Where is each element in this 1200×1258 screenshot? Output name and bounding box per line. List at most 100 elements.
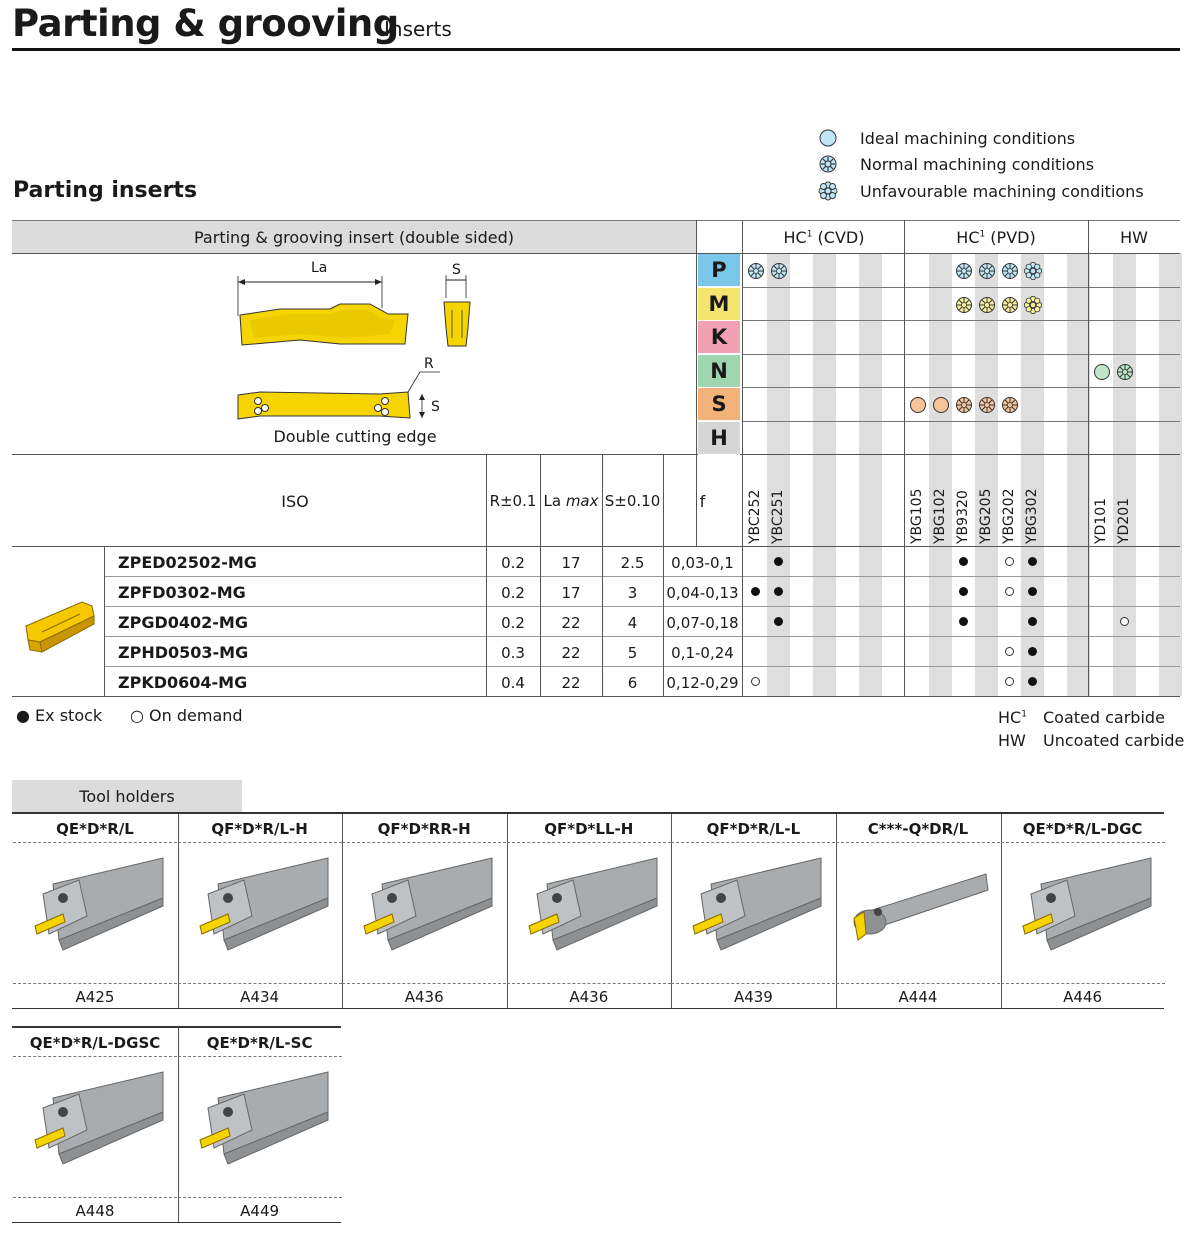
f-value: 0,03-0,1 (671, 554, 734, 572)
normal-flower-icon (979, 263, 995, 279)
holder-name: QE*D*R/L-DGC (1022, 820, 1143, 838)
tool-holder-card[interactable]: QE*D*R/L-DGC A446 (1000, 814, 1165, 1008)
col-header-iso: ISO (281, 492, 309, 511)
ex-stock-dot (959, 557, 968, 566)
tool-holder-image (853, 873, 989, 941)
holder-page-ref[interactable]: A446 (1063, 988, 1103, 1006)
on-demand-circle (1120, 617, 1129, 626)
holder-page-ref[interactable]: A436 (404, 988, 444, 1006)
label-la: La (311, 260, 328, 276)
material-k: K (698, 321, 740, 354)
normal-flower-icon (956, 263, 972, 279)
page-title: Parting & grooving (12, 2, 399, 45)
holder-divider (177, 814, 179, 1008)
r-value: 0.4 (501, 674, 525, 692)
normal-flower-icon (748, 263, 764, 279)
legend-normal: Normal machining conditions (818, 154, 1094, 174)
s-f-rule (663, 454, 664, 696)
grade-stripe (1067, 253, 1090, 696)
s-value: 2.5 (620, 554, 645, 572)
iso-code: ZPFD0302-MG (118, 583, 246, 602)
cvd-pvd-rule (904, 220, 905, 696)
normal-flower-icon (1002, 397, 1018, 413)
grade-header-ybg102: YBG102 (932, 488, 948, 544)
material-row-rule (742, 387, 1180, 388)
holder-name: QF*D*RR-H (377, 820, 471, 838)
normal-flower-icon (1002, 263, 1018, 279)
footnote-ex-stock: ● Ex stock (16, 706, 103, 725)
f-value: 0,12-0,29 (666, 674, 739, 692)
holders-row1-bottom (12, 1008, 1164, 1009)
la-s-rule (602, 454, 603, 696)
normal-flower-icon (979, 296, 995, 313)
header-rule (12, 48, 1180, 51)
legend-ideal: Ideal machining conditions (818, 128, 1075, 148)
grade-header-ybg202: YBG202 (1001, 488, 1017, 544)
normal-flower-icon (956, 397, 972, 413)
label-double-edge: Double cutting edge (273, 427, 437, 446)
ex-stock-dot (1028, 557, 1037, 566)
tool-holder-card[interactable]: QE*D*R/L-SC A449 (177, 1028, 342, 1222)
holder-dash (13, 1056, 177, 1057)
on-demand-circle (751, 677, 760, 686)
drawing-bottom-rule (12, 454, 1180, 455)
grade-header-yd101: YD101 (1093, 497, 1109, 544)
footnote-hc-desc: Coated carbide (1043, 708, 1165, 727)
holder-divider (342, 814, 344, 1008)
holder-page-ref[interactable]: A425 (75, 988, 115, 1006)
data-row-rule (104, 576, 1180, 577)
holder-name: QE*D*R/L (56, 820, 134, 838)
r-la-rule (540, 454, 541, 696)
holder-page-ref[interactable]: A439 (733, 988, 773, 1006)
tool-holder-image (692, 857, 822, 951)
la-value: 22 (561, 614, 581, 632)
holder-divider (671, 814, 673, 1008)
grade-stripe (813, 253, 836, 696)
holder-name: QE*D*R/L-DGSC (29, 1034, 161, 1052)
normal-flower-icon (956, 296, 972, 313)
holder-page-ref[interactable]: A434 (240, 988, 280, 1006)
holder-page-ref[interactable]: A448 (75, 1202, 115, 1220)
material-s: S (698, 388, 740, 421)
footnote-hw: HW (998, 731, 1026, 750)
iso-code: ZPED02502-MG (118, 553, 257, 572)
parting-inserts-table: Parting & grooving insert (double sided)… (12, 220, 1182, 697)
holder-name: QE*D*R/L-SC (206, 1034, 313, 1052)
holder-page-ref[interactable]: A436 (569, 988, 609, 1006)
s-value: 5 (627, 644, 638, 662)
holder-dash (836, 983, 1000, 984)
holder-dash (13, 983, 177, 984)
col-header-s: S±0.10 (604, 492, 661, 510)
holder-dash (506, 842, 671, 843)
grade-stripe (929, 253, 952, 696)
tool-holder-card[interactable]: QE*D*R/L-DGSC A448 (13, 1028, 177, 1222)
table-bottom-rule (12, 696, 1180, 697)
holder-dash (13, 842, 177, 843)
data-row-rule (104, 636, 1180, 637)
grade-header-ybc252: YBC252 (747, 489, 763, 544)
la-value: 17 (561, 554, 581, 572)
holder-page-ref[interactable]: A449 (240, 1202, 280, 1220)
holder-page-ref[interactable]: A444 (898, 988, 938, 1006)
material-p: P (698, 254, 740, 287)
ex-stock-dot (1028, 617, 1037, 626)
insert-drawing (237, 275, 471, 420)
legend-label: Normal machining conditions (860, 154, 1095, 174)
legend-unfavourable: Unfavourable machining conditions (818, 181, 1144, 201)
material-row-rule (742, 353, 1180, 355)
image-iso-rule (104, 546, 105, 696)
header-bottom-rule (12, 253, 1180, 254)
label-s-side: S (431, 399, 440, 415)
grade-stripe (1159, 253, 1182, 696)
r-value: 0.2 (501, 554, 525, 572)
tool-holder-card[interactable]: QE*D*R/L A425 (13, 814, 177, 1008)
on-demand-circle (1005, 677, 1014, 686)
r-value: 0.2 (501, 584, 525, 602)
tool-holder-card[interactable]: QF*D*RR-H A436 (342, 814, 507, 1008)
ex-stock-dot (1028, 647, 1037, 656)
r-value: 0.2 (501, 614, 525, 632)
